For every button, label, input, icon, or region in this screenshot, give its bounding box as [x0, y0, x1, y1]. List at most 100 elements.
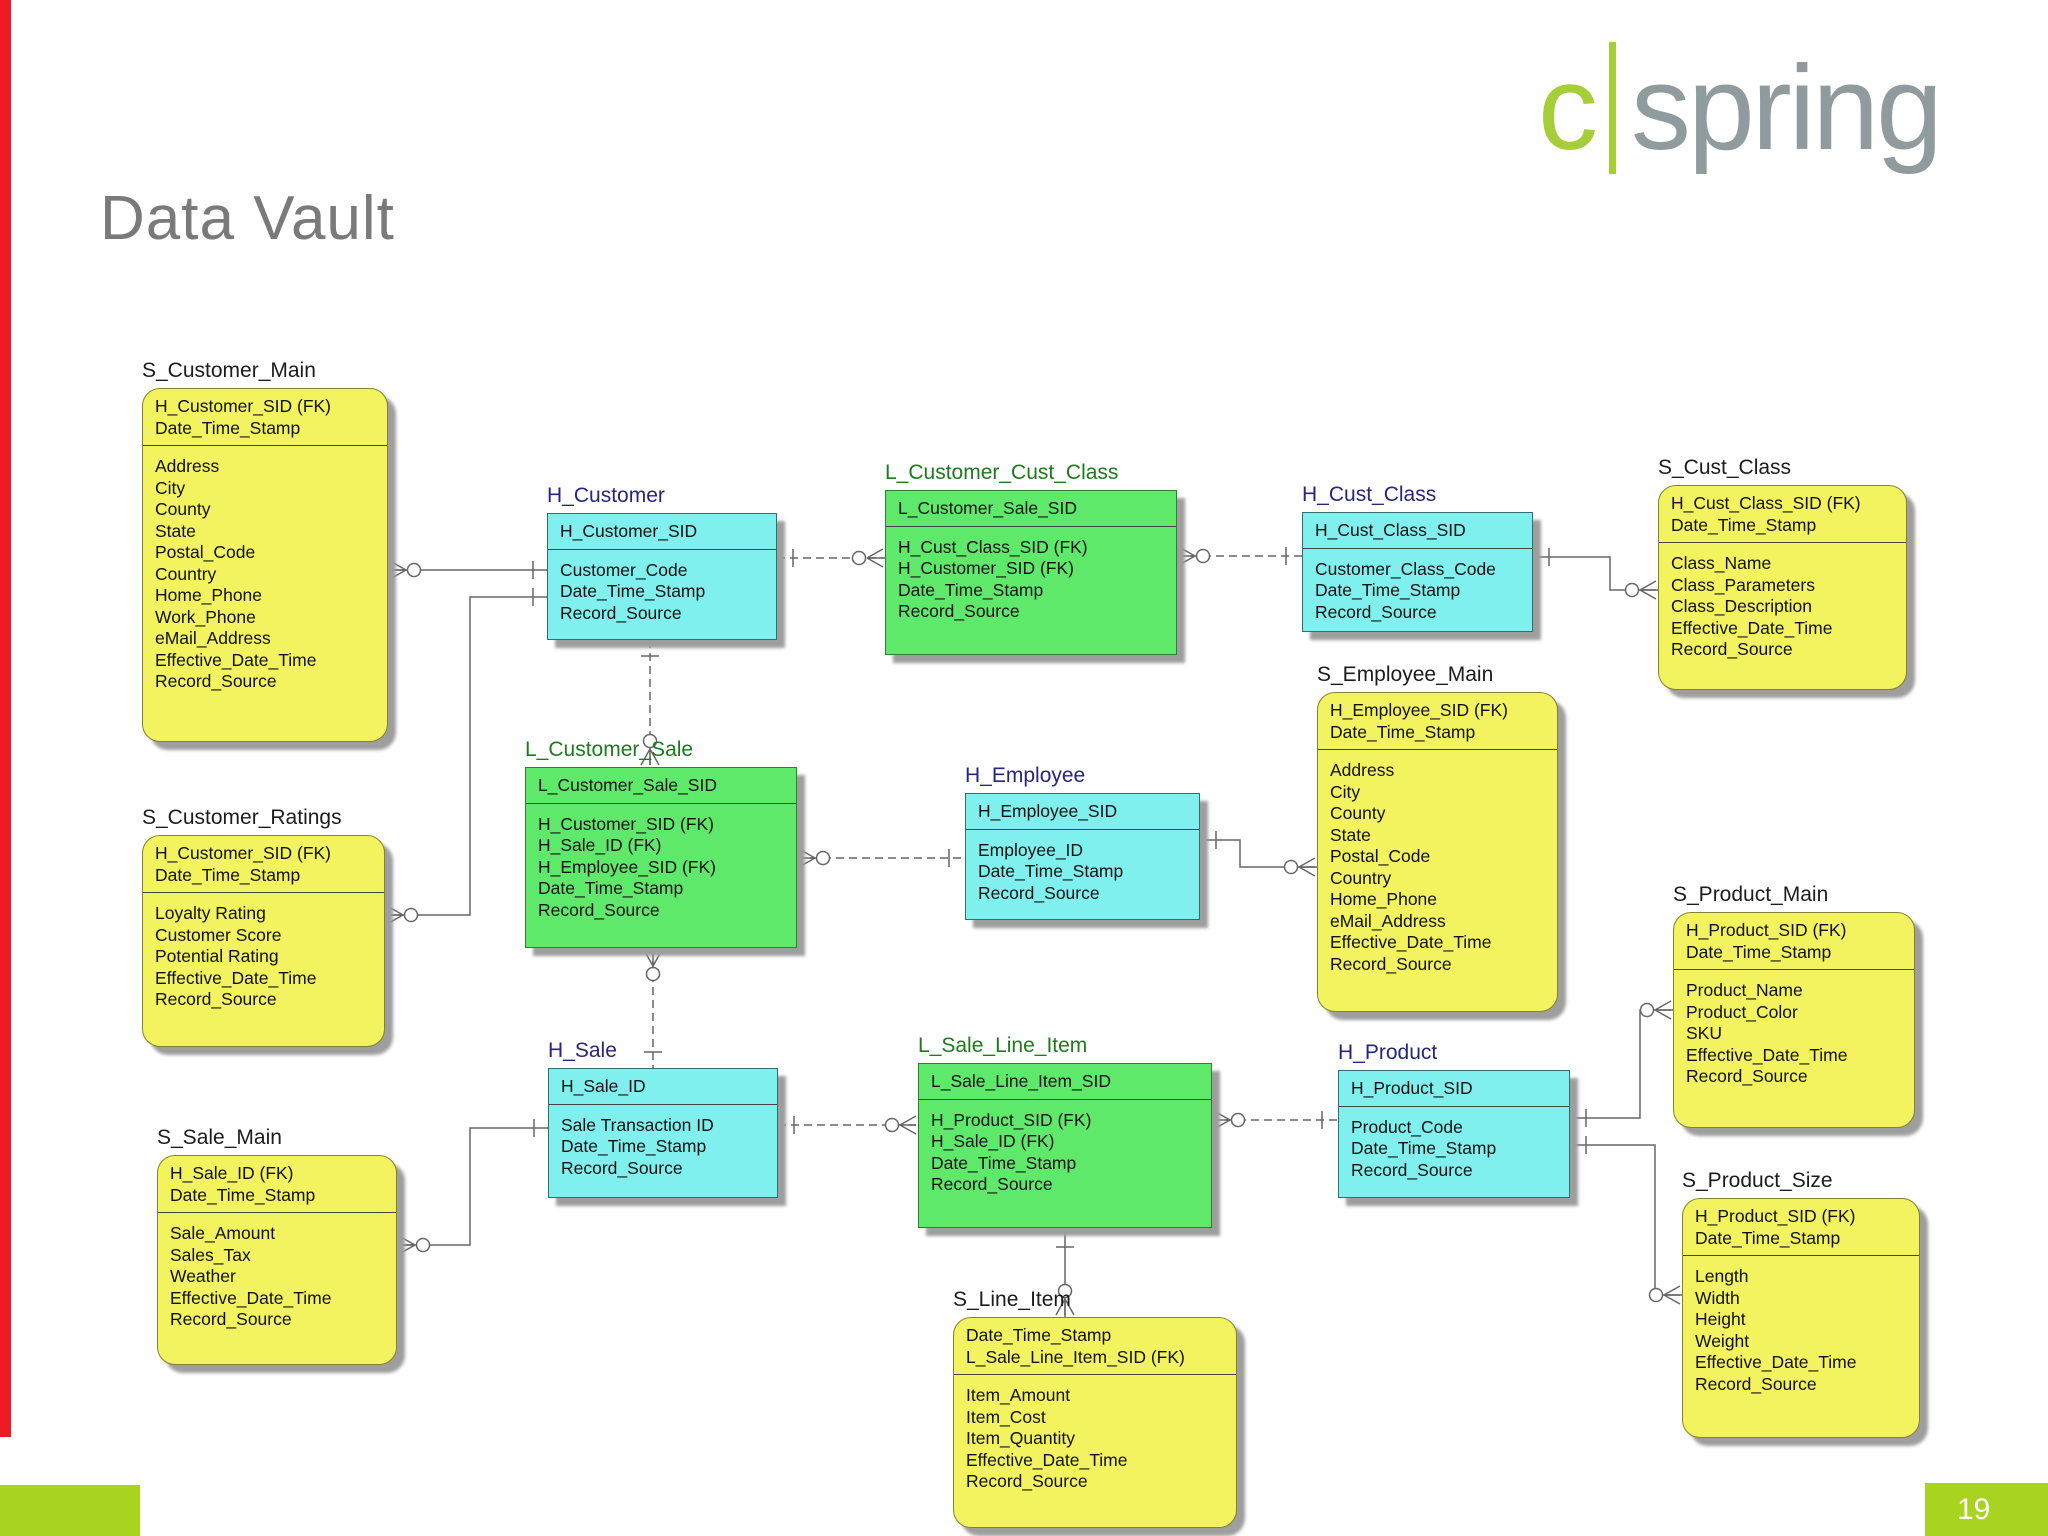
field-row: Customer Score [155, 924, 282, 945]
field-row: Record_Source [560, 602, 682, 623]
field-row: Weight [1695, 1330, 1750, 1351]
field-row: Customer_Code [560, 559, 688, 580]
entity-title: S_Sale_Main [157, 1126, 282, 1149]
entity-box: L_Sale_Line_Item_SID H_Product_SID (FK)H… [918, 1063, 1212, 1228]
field-row: H_Product_SID (FK) [931, 1109, 1092, 1130]
connector-l-customer-sale-h-employee [797, 848, 965, 868]
entity-l-sale-line-item: L_Sale_Line_Item L_Sale_Line_Item_SID H_… [918, 1033, 1212, 1228]
field-row: Height [1695, 1309, 1746, 1329]
connector-h-product-s-product-size [1570, 1136, 1682, 1305]
field-row: H_Customer_SID (FK) [155, 843, 332, 863]
entity-box: H_Product_SID (FK)Date_Time_Stamp Length… [1682, 1198, 1920, 1438]
field-row: Date_Time_Stamp [1330, 721, 1476, 742]
field-row: Product_Code [1351, 1116, 1463, 1137]
field-row: Item_Quantity [966, 1428, 1075, 1448]
entity-title: L_Customer_Sale [525, 738, 694, 761]
entity-s-cust-class: S_Cust_Class H_Cust_Class_SID (FK)Date_T… [1658, 455, 1907, 690]
entity-l-customer-cust-class: L_Customer_Cust_Class L_Customer_Sale_SI… [885, 460, 1177, 655]
field-row: H_Employee_SID (FK) [538, 856, 716, 877]
field-row: H_Customer_SID [560, 521, 698, 541]
entity-title: H_Customer [547, 484, 665, 507]
entity-attributes: H_Product_SID (FK)H_Sale_ID (FK)Date_Tim… [919, 1100, 1211, 1202]
field-row: Date_Time_Stamp [1695, 1227, 1841, 1248]
field-row: Record_Source [931, 1174, 1053, 1194]
field-row: County [1330, 803, 1386, 823]
field-row: Date_Time_Stamp [1671, 514, 1817, 535]
field-row: H_Employee_SID [978, 801, 1118, 821]
entity-box: H_Product_SID (FK)Date_Time_Stamp Produc… [1673, 912, 1915, 1128]
field-row: Postal_Code [1330, 846, 1431, 866]
field-row: H_Customer_SID (FK) [155, 396, 332, 416]
field-row: H_Customer_SID (FK) [538, 813, 715, 834]
logo-c-letter: c [1538, 41, 1598, 175]
entity-box: L_Customer_Sale_SID H_Customer_SID (FK)H… [525, 767, 797, 948]
field-row: Date_Time_Stamp [561, 1136, 707, 1156]
field-row: Effective_Date_Time [1686, 1044, 1848, 1065]
connector-s-customer-ratings-h-customer [385, 588, 547, 925]
field-row: Record_Source [1330, 953, 1452, 974]
connector-l-sale-line-item-h-product [1212, 1110, 1338, 1130]
field-row: SKU [1686, 1023, 1722, 1043]
field-row: Record_Source [898, 601, 1020, 621]
field-row: Effective_Date_Time [1330, 932, 1492, 952]
field-row: Class_Name [1671, 553, 1772, 573]
field-row: Sale Transaction ID [561, 1114, 714, 1135]
entity-title: S_Product_Size [1682, 1169, 1833, 1192]
field-row: Date_Time_Stamp [1686, 941, 1832, 962]
page-title: Data Vault [100, 184, 395, 253]
field-row: Date_Time_Stamp [898, 579, 1044, 600]
field-row: Width [1695, 1287, 1740, 1308]
entity-key-fields: H_Customer_SID [548, 514, 776, 550]
entity-title: S_Cust_Class [1658, 456, 1792, 479]
field-row: L_Sale_Line_Item_SID (FK) [966, 1346, 1185, 1367]
field-row: Effective_Date_Time [966, 1449, 1128, 1470]
entity-key-fields: H_Product_SID (FK)Date_Time_Stamp [1674, 913, 1914, 970]
field-row: Sale_Amount [170, 1223, 276, 1243]
field-row: Record_Source [1671, 639, 1793, 659]
field-row: Record_Source [978, 882, 1100, 903]
field-row: County [155, 499, 211, 519]
field-row: Postal_Code [155, 542, 256, 562]
entity-title: S_Line_Item [953, 1288, 1071, 1311]
field-row: H_Sale_ID (FK) [170, 1163, 294, 1183]
field-row: Date_Time_Stamp [170, 1184, 316, 1205]
field-row: H_Product_SID (FK) [1695, 1206, 1856, 1226]
field-row: H_Cust_Class_SID (FK) [1671, 493, 1861, 513]
cspring-logo: c spring [1538, 28, 1943, 188]
field-row: Effective_Date_Time [1695, 1352, 1857, 1372]
entity-key-fields: L_Sale_Line_Item_SID [919, 1064, 1211, 1100]
field-row: L_Customer_Sale_SID [538, 775, 717, 795]
entity-key-fields: H_Cust_Class_SID [1303, 513, 1532, 549]
field-row: Class_Parameters [1671, 574, 1815, 595]
entity-s-employee-main: S_Employee_Main H_Employee_SID (FK)Date_… [1317, 662, 1558, 1012]
field-row: H_Customer_SID (FK) [898, 558, 1075, 578]
field-row: H_Employee_SID (FK) [1330, 700, 1508, 720]
entity-s-product-size: S_Product_Size H_Product_SID (FK)Date_Ti… [1682, 1168, 1920, 1438]
field-row: Country [155, 563, 217, 584]
entity-title: H_Product [1338, 1041, 1438, 1064]
field-row: L_Sale_Line_Item_SID [931, 1071, 1111, 1091]
entity-attributes: H_Customer_SID (FK)H_Sale_ID (FK)H_Emplo… [526, 804, 796, 928]
field-row: Employee_ID [978, 839, 1084, 860]
left-accent-bar [0, 0, 11, 1437]
connector-h-product-s-product-main [1570, 1000, 1673, 1127]
entity-key-fields: H_Employee_SID [966, 794, 1199, 830]
entity-box: H_Customer_SID (FK)Date_Time_Stamp Addre… [142, 388, 388, 742]
entity-s-sale-main: S_Sale_Main H_Sale_ID (FK)Date_Time_Stam… [157, 1125, 397, 1365]
entity-title: H_Sale [548, 1039, 617, 1062]
entity-h-cust-class: H_Cust_Class H_Cust_Class_SID Customer_C… [1302, 482, 1533, 632]
